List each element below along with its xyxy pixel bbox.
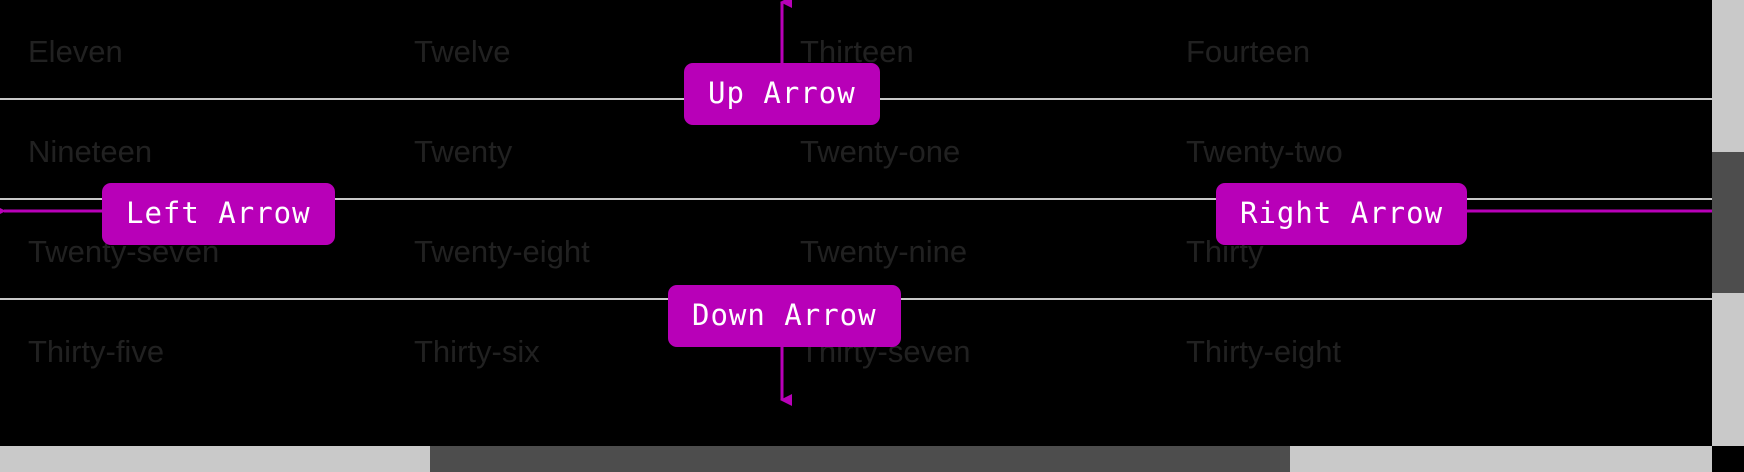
grid-row: Nineteen Twenty Twenty-one Twenty-two	[0, 100, 1712, 200]
scrollbar-corner	[1712, 446, 1744, 472]
vertical-scrollbar-thumb[interactable]	[1712, 152, 1744, 293]
up-arrow-badge[interactable]: Up Arrow	[684, 63, 880, 125]
grid-cell: Thirty-five	[28, 334, 165, 369]
grid-cell: Thirty-six	[414, 334, 540, 369]
horizontal-scrollbar-thumb[interactable]	[430, 446, 1290, 472]
grid-cell: Thirty-eight	[1186, 334, 1342, 369]
down-arrow-badge[interactable]: Down Arrow	[668, 285, 901, 347]
right-arrow-badge[interactable]: Right Arrow	[1216, 183, 1468, 245]
grid-cell: Twenty-eight	[414, 234, 590, 269]
grid-row: Eleven Twelve Thirteen Fourteen	[0, 0, 1712, 100]
grid-cell: Fourteen	[1186, 34, 1311, 69]
row-separator	[0, 198, 1712, 200]
horizontal-scrollbar-track[interactable]	[0, 446, 1712, 472]
vertical-scrollbar-track[interactable]	[1712, 0, 1744, 446]
grid-cell: Twenty-two	[1186, 134, 1343, 169]
grid-cell: Nineteen	[28, 134, 153, 169]
left-arrow-badge[interactable]: Left Arrow	[102, 183, 335, 245]
grid-cell: Twenty	[414, 134, 513, 169]
grid-cell: Twenty-nine	[800, 234, 968, 269]
grid-cell: Twenty-one	[800, 134, 961, 169]
grid-cell: Eleven	[28, 34, 123, 69]
grid-row: Thirty-five Thirty-six Thirty-seven Thir…	[0, 300, 1712, 400]
grid-cell: Twelve	[414, 34, 511, 69]
